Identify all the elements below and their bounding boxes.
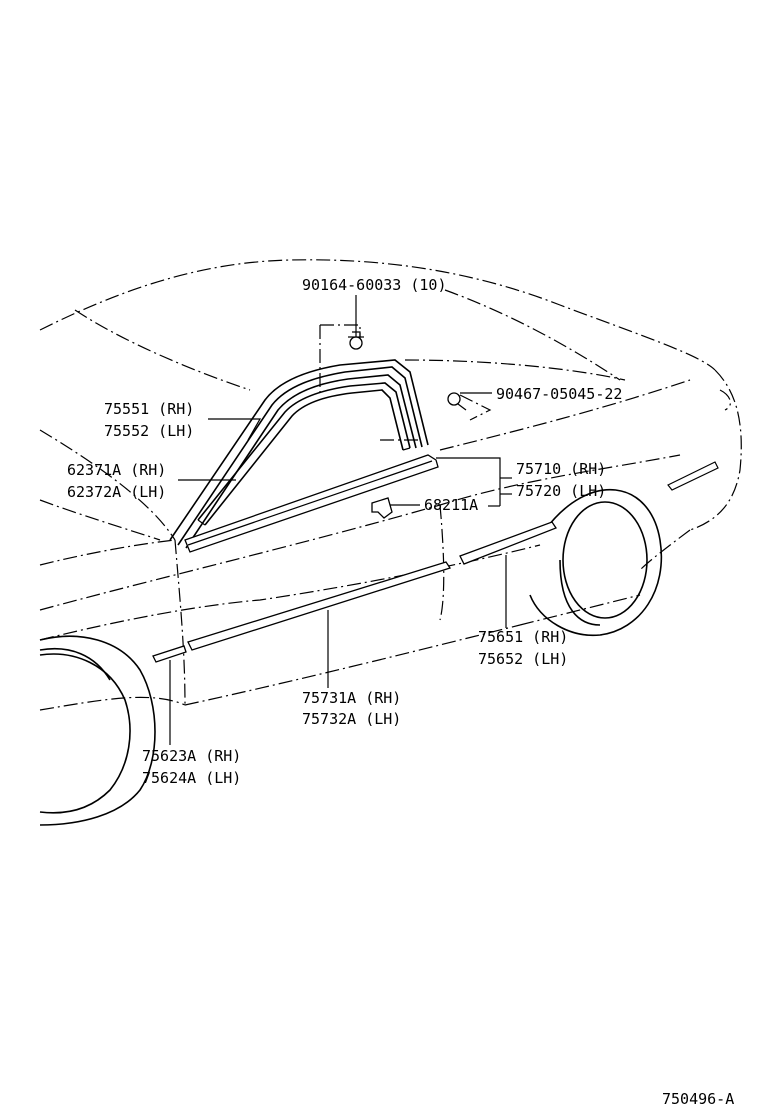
label-68211a: 68211A [424,496,478,514]
belt-moulding [184,454,439,553]
rear-wheel [529,488,663,637]
part-labels: 90164-60033 (10) 90467-05045-22 75551 (R… [67,276,734,1108]
leader-lines [169,295,512,745]
label-75710-rh: 75710 (RH) [516,460,606,478]
label-75731a-rh: 75731A (RH) [302,689,401,707]
label-75624a-lh: 75624A (LH) [142,769,241,787]
label-75552-lh: 75552 (LH) [104,422,194,440]
window-frame-moulding [169,359,429,549]
screw-icon [447,392,467,411]
door-side-moulding [187,561,452,651]
label-75651-rh: 75651 (RH) [478,628,568,646]
figure-code: 750496-A [662,1090,734,1108]
label-90467: 90467-05045-22 [496,385,622,403]
front-wheel [39,635,156,826]
label-90164: 90164-60033 (10) [302,276,447,294]
label-75732a-lh: 75732A (LH) [302,710,401,728]
label-75551-rh: 75551 (RH) [104,400,194,418]
rear-side-moulding [459,521,557,565]
front-fender-moulding [152,645,187,663]
label-75623a-rh: 75623A (RH) [142,747,241,765]
label-75652-lh: 75652 (LH) [478,650,568,668]
label-75720-lh: 75720 (LH) [516,482,606,500]
label-62371a-rh: 62371A (RH) [67,461,166,479]
label-62372a-lh: 62372A (LH) [67,483,166,501]
door-handle [371,497,393,519]
